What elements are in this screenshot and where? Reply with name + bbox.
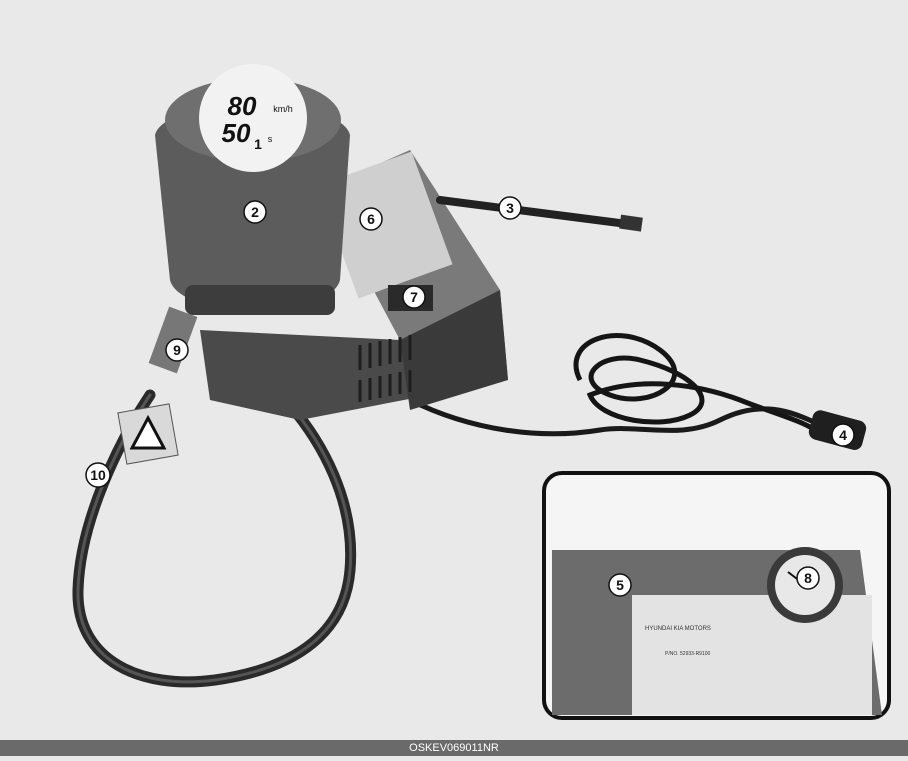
callout-2: 2: [244, 201, 266, 223]
inset-content: HYUNDAI KIA MOTORS P/NO. 52933-R9100: [552, 547, 882, 715]
svg-text:9: 9: [173, 342, 181, 358]
speed-max-value: 80: [228, 91, 257, 121]
svg-text:3: 3: [506, 200, 514, 216]
callout-8: 8: [797, 567, 819, 589]
tire-valve-hose: [440, 200, 635, 225]
inset-logo-text: HYUNDAI KIA MOTORS: [645, 626, 711, 632]
time-unit: s: [268, 134, 273, 144]
tire-valve-tip: [619, 215, 643, 232]
speed-unit: km/h: [273, 104, 293, 114]
callout-3: 3: [499, 197, 521, 219]
callout-4: 4: [832, 424, 854, 446]
svg-text:7: 7: [410, 289, 418, 305]
callout-7: 7: [403, 286, 425, 308]
svg-text:4: 4: [839, 427, 847, 443]
callout-5: 5: [609, 574, 631, 596]
callout-1: 1: [254, 136, 262, 152]
svg-text:6: 6: [367, 211, 375, 227]
callout-6: 6: [360, 208, 382, 230]
svg-text:8: 8: [804, 570, 812, 586]
callout-10: 10: [86, 463, 110, 487]
figure-caption: OSKEV069011NR: [0, 740, 908, 756]
callout-9: 9: [166, 339, 188, 361]
power-cable-coil: [576, 336, 815, 430]
inset-part-number: P/NO. 52933-R9100: [665, 651, 711, 657]
svg-text:5: 5: [616, 577, 624, 593]
svg-text:2: 2: [251, 204, 259, 220]
air-hose: [78, 395, 351, 682]
time-value: 50: [222, 118, 251, 148]
svg-text:1: 1: [254, 136, 262, 152]
bottle-base: [185, 285, 335, 315]
svg-text:10: 10: [90, 467, 106, 483]
